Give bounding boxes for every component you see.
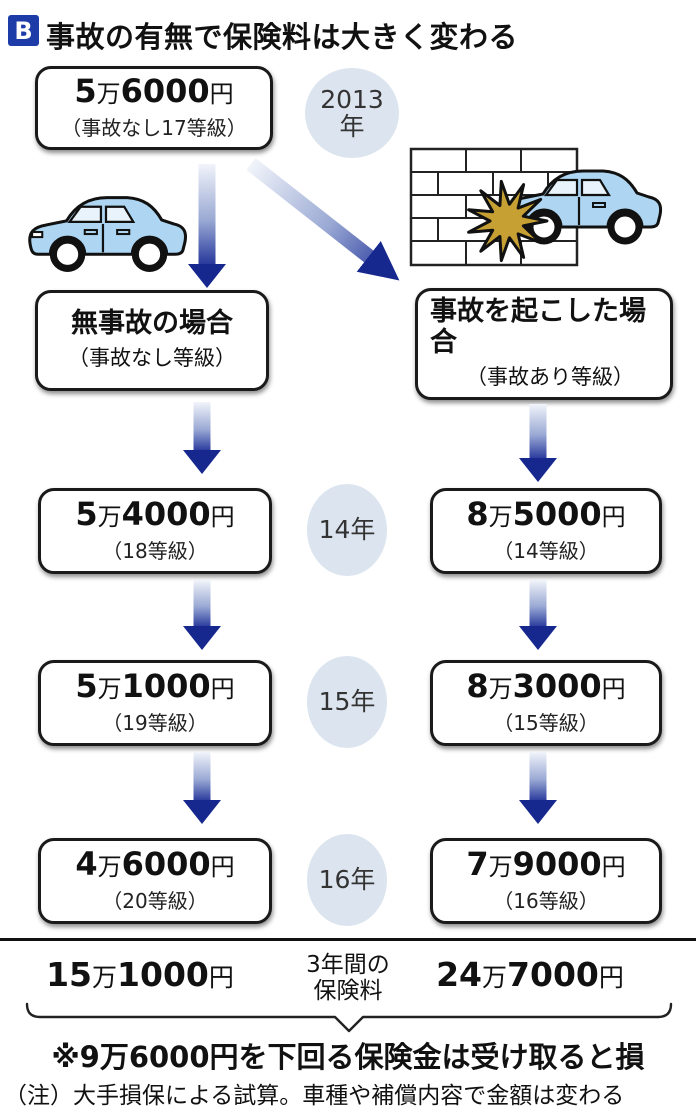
footnote: （注）大手損保による試算。車種や補償内容で金額は変わる [4,1083,625,1109]
year-badge-2013-line1: 2013 [320,84,384,114]
warning-note: ※9万6000円を下回る保険金は受け取ると損 [51,1040,645,1074]
down-arrow-icon [188,164,226,288]
premium-box-left-15: 5万1000円 （19等級） [38,660,272,746]
year-badge-15: 15年 [307,656,387,748]
amount: 8万5000円 [466,495,626,534]
arrow-shaft [198,164,216,266]
year-badge-2013: 2013 年 [305,68,399,158]
accident-branch-box: 事故を起こした場合 （事故あり等級） [415,288,673,400]
section-badge: B [8,15,39,46]
amount: 7万9000円 [466,845,626,884]
year-label: 14年 [318,515,376,545]
accident-subtitle: （事故あり等級） [466,364,634,389]
premium-box-left-14: 5万4000円 （18等級） [38,488,272,574]
year-label: 16年 [318,865,376,895]
down-arrow-icon [183,752,221,824]
total-label: 3年間の 保険料 [272,952,424,1005]
premium-box-left-16: 4万6000円 （20等級） [38,838,272,924]
total-label-line1: 3年間の [306,952,390,978]
start-premium-box: 5万6000円 （事故なし17等級） [35,66,273,150]
grade: （19等級） [102,710,208,735]
year-badge-14: 14年 [307,484,387,576]
grade: （18等級） [102,538,208,563]
no-accident-branch-box: 無事故の場合 （事故なし等級） [35,290,269,391]
amount: 5万4000円 [75,495,235,534]
premium-box-right-14: 8万5000円 （14等級） [430,488,662,574]
total-left-amount: 15万1000円 [46,955,234,994]
down-arrow-icon [519,580,557,650]
start-amount: 5万6000円 [74,72,234,111]
premium-box-right-16: 7万9000円 （16等級） [430,838,662,924]
divider-line [0,938,696,941]
page-title: 事故の有無で保険料は大きく変わる [46,20,519,54]
down-arrow-icon [183,580,221,650]
premium-box-right-15: 8万3000円 （15等級） [430,660,662,746]
accident-title: 事故を起こした場合 [430,296,646,358]
year-badge-16: 16年 [307,834,387,926]
amount: 8万3000円 [466,667,626,706]
curly-brace-icon [25,1002,673,1033]
grade: （16等級） [493,888,599,913]
grade: （15等級） [493,710,599,735]
total-label-line2: 保険料 [313,978,383,1005]
car-icon [28,196,187,272]
total-right-amount: 24万7000円 [436,955,624,994]
start-grade: （事故なし17等級） [61,115,247,140]
no-accident-title: 無事故の場合 [71,307,233,339]
amount: 5万1000円 [75,667,235,706]
year-badge-2013-line2: 年 [339,112,365,141]
year-label: 15年 [318,687,376,717]
crash-burst-icon [467,179,549,263]
down-arrow-icon [183,402,221,474]
amount: 4万6000円 [75,845,235,884]
grade: （14等級） [493,538,599,563]
down-arrow-icon [519,752,557,824]
grade: （20等級） [102,888,208,913]
down-arrow-icon [519,404,557,482]
crashed-car-icon [409,147,663,267]
arrow-head [188,264,226,288]
no-accident-subtitle: （事故なし等級） [68,346,236,371]
diagonal-arrow-icon [246,158,400,281]
